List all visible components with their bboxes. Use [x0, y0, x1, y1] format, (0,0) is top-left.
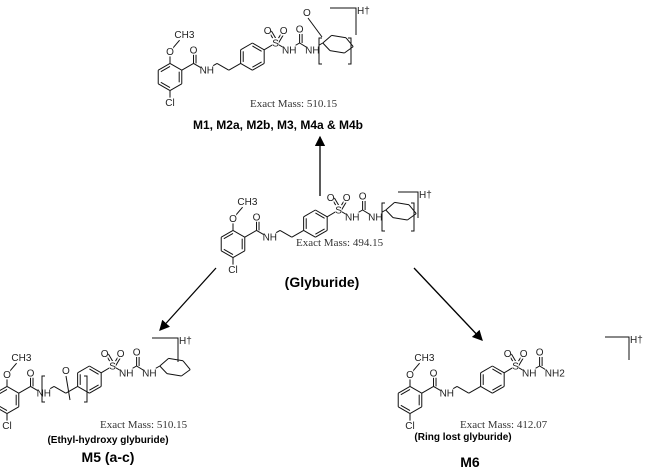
carbonyl-oxygen: O: [430, 368, 438, 379]
m6-label: M6: [460, 454, 480, 470]
methoxy-oxygen: O: [3, 370, 11, 381]
parent-label: (Glyburide): [285, 274, 360, 290]
m6-description: (Ring lost glyburide): [414, 432, 511, 443]
sulfur-atom: S: [512, 362, 519, 373]
parent-exact-mass: Exact Mass: 494.15: [296, 237, 384, 249]
methoxy-oxygen: O: [406, 370, 414, 381]
urea-nh: NH: [142, 368, 156, 379]
sulfonamide-nh: NH: [119, 368, 133, 379]
terminal-amine: NH2: [545, 368, 565, 379]
m5-label: M5 (a-c): [82, 449, 135, 465]
urea-oxygen: O: [536, 348, 544, 359]
carbonyl-oxygen: O: [253, 212, 261, 223]
sulfonyl-oxygen: O: [101, 349, 109, 360]
urea-nh: NH: [305, 45, 319, 56]
sulfonyl-oxygen: O: [117, 349, 125, 360]
methyl-group: CH3: [174, 30, 194, 41]
hydroxy-oxygen: O: [62, 366, 70, 377]
sulfonyl-oxygen: O: [504, 349, 512, 360]
sulfonamide-nh: NH: [345, 212, 359, 223]
m5-exact-mass: Exact Mass: 510.15: [100, 419, 188, 431]
urea-oxygen: O: [296, 25, 304, 36]
methyl-group: CH3: [237, 197, 257, 208]
hydrogen-label: H: [179, 336, 186, 347]
methyl-group: CH3: [11, 353, 31, 364]
carbonyl-oxygen: O: [190, 45, 198, 56]
amide-nh: NH: [200, 66, 214, 77]
m5-description: (Ethyl-hydroxy glyburide): [47, 435, 168, 446]
hydroxy-oxygen: O: [303, 8, 311, 19]
sulfonyl-oxygen: O: [327, 193, 335, 204]
amide-nh: NH: [263, 233, 277, 244]
sulfonamide-nh: NH: [282, 45, 296, 56]
arrow-to-m5: [159, 267, 217, 331]
hydrogen-label: H: [357, 6, 364, 17]
dagger-mark: †: [426, 190, 432, 201]
dagger-mark: †: [364, 6, 370, 17]
hydrogen-label: H: [630, 335, 637, 346]
sulfur-atom: S: [272, 39, 279, 50]
chlorine-atom: Cl: [228, 265, 237, 276]
carbonyl-oxygen: O: [27, 368, 35, 379]
chlorine-atom: Cl: [165, 98, 174, 109]
hydrogen-label: H: [419, 190, 426, 201]
top-metabolite-label: M1, M2a, M2b, M3, M4a & M4b: [193, 118, 363, 132]
urea-oxygen: O: [133, 348, 141, 359]
protonation-mark: H†: [419, 190, 432, 201]
dagger-mark: †: [637, 335, 643, 346]
sulfur-atom: S: [109, 362, 116, 373]
methoxy-oxygen: O: [229, 214, 237, 225]
top-exact-mass: Exact Mass: 510.15: [250, 98, 338, 110]
arrow-to-m6: [413, 267, 483, 341]
sulfonyl-oxygen: O: [280, 26, 288, 37]
sulfonyl-oxygen: O: [343, 193, 351, 204]
dagger-mark: †: [186, 336, 192, 347]
sulfonyl-oxygen: O: [520, 349, 528, 360]
methyl-group: CH3: [414, 353, 434, 364]
protonation-mark: H†: [357, 6, 370, 17]
methoxy-oxygen: O: [166, 47, 174, 58]
chlorine-atom: Cl: [2, 421, 11, 432]
urea-oxygen: O: [359, 192, 367, 203]
protonation-mark: H†: [630, 335, 643, 346]
amide-nh: NH: [37, 389, 51, 400]
sulfonyl-oxygen: O: [264, 26, 272, 37]
protonation-mark: H†: [179, 336, 192, 347]
m6-exact-mass: Exact Mass: 412.07: [460, 419, 548, 431]
urea-nh: NH: [368, 212, 382, 223]
chlorine-atom: Cl: [405, 421, 414, 432]
amide-nh: NH: [440, 389, 454, 400]
sulfonamide-nh: NH: [522, 368, 536, 379]
sulfur-atom: S: [335, 206, 342, 217]
